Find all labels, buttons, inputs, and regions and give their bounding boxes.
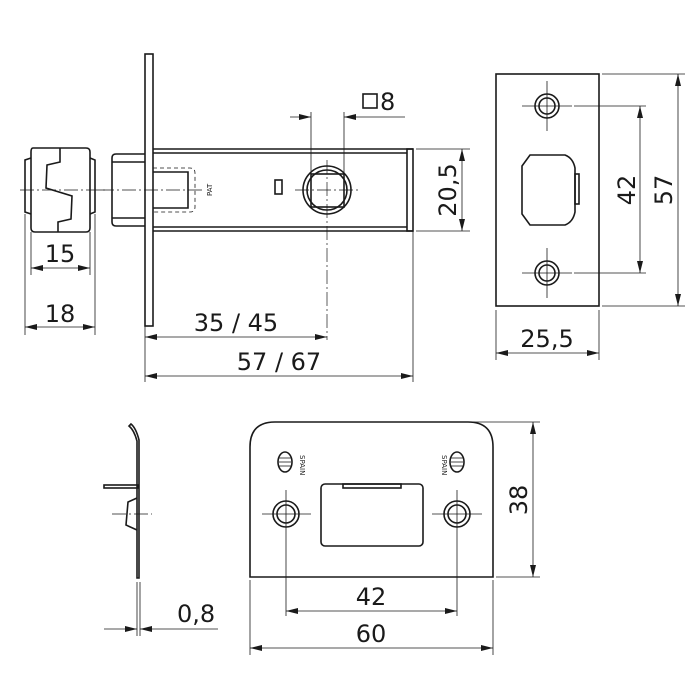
- dim-case-height: 20,5: [434, 163, 462, 216]
- dim-overall-length: 57 / 67: [237, 348, 321, 376]
- country-marking-left: SPAIN: [298, 455, 306, 475]
- dim-strike-thickness: 0,8: [177, 600, 215, 628]
- dim-strike-height: 38: [505, 485, 533, 516]
- strike-lip: [103, 484, 139, 489]
- side-view: PAT 8 20,5 35 / 45 57 / 67: [100, 53, 470, 382]
- end-view: 15 18: [20, 147, 105, 335]
- spindle-square: [310, 173, 345, 208]
- strike-plate-outline: [249, 421, 494, 578]
- bolt-outline: [30, 147, 91, 233]
- faceplate-outline: [495, 73, 600, 307]
- strike-window: [320, 483, 424, 547]
- dim-bolt-overall-width: 18: [45, 300, 76, 328]
- dim-hole-spacing: 42: [613, 175, 641, 206]
- strike-profile: [127, 422, 140, 579]
- brand-logo-right-icon: [449, 451, 465, 473]
- strike-plate-view: SPAIN SPAIN 38 42 60: [249, 421, 540, 655]
- strike-profile-view: 0,8: [103, 422, 218, 636]
- dim-spindle-square: 8: [380, 88, 395, 116]
- strike-countersink: [125, 497, 138, 531]
- country-marking-right: SPAIN: [440, 455, 448, 475]
- faceplate-view: 42 57 25,5: [495, 73, 685, 360]
- case-slot: [274, 179, 283, 195]
- square-symbol-icon: [362, 93, 378, 109]
- case-end: [406, 148, 414, 232]
- bolt-bevel-line: [45, 148, 73, 232]
- bolt-side-right: [89, 157, 96, 215]
- dim-strike-hole-spacing: 42: [356, 583, 387, 611]
- dim-strike-width: 60: [356, 620, 387, 648]
- patent-marking: PAT: [206, 183, 214, 196]
- dim-bolt-width: 15: [45, 240, 76, 268]
- brand-logo-left-icon: [277, 451, 293, 473]
- bolt-window: [521, 154, 576, 226]
- bolt-side-left: [24, 157, 32, 215]
- dim-faceplate-width: 25,5: [520, 325, 573, 353]
- dim-backset: 35 / 45: [194, 309, 278, 337]
- dim-faceplate-height: 57: [650, 175, 678, 206]
